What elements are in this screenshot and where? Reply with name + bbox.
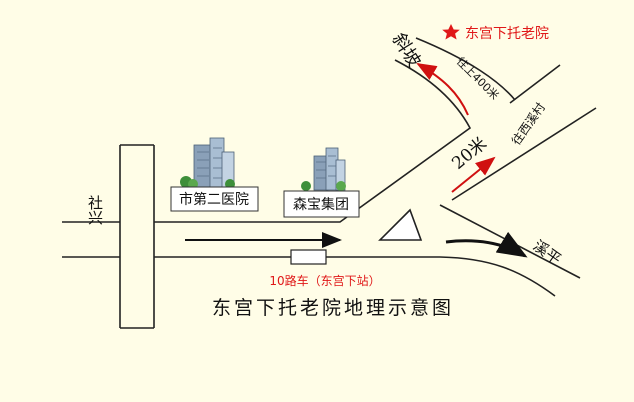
- building-name-hospital: 市第二医院: [179, 191, 249, 208]
- building-name-senbao: 森宝集团: [293, 196, 349, 213]
- road-xixicun-upper-edge: [509, 64, 561, 104]
- main-road-lower-edge: [62, 256, 556, 297]
- road-label-xiping: 溪平: [530, 237, 565, 269]
- bus-stop-label: 10路车（东宫下站）: [269, 273, 380, 288]
- arrow-toward-xiping: [445, 231, 528, 258]
- building-hospital-icon: [180, 137, 235, 189]
- slope-road-outer-edge: [415, 37, 516, 101]
- building-sign-senbao: [283, 190, 360, 218]
- building-sign-hospital: [170, 186, 259, 212]
- arrow-20m: [451, 156, 496, 193]
- direction-up-400m: 往上400米: [454, 54, 502, 102]
- bus-stop-marker: [290, 249, 327, 265]
- main-road-upper-edge: [62, 59, 472, 223]
- destination-marker: 东宫下托老院: [442, 24, 549, 42]
- building-senbao-icon: [301, 147, 346, 191]
- road-xixicun-lower-edge: [451, 107, 597, 201]
- destination-label: 东宫下托老院: [465, 26, 549, 42]
- road-label-wang-xicun: 往西溪村: [508, 100, 548, 148]
- red-star-icon: [442, 24, 460, 40]
- arrow-up-slope: [416, 62, 469, 116]
- triangle-island: [378, 208, 423, 241]
- road-label-shexing: 社兴: [86, 195, 104, 225]
- map-title: 东宫下托老院地理示意图: [212, 297, 454, 319]
